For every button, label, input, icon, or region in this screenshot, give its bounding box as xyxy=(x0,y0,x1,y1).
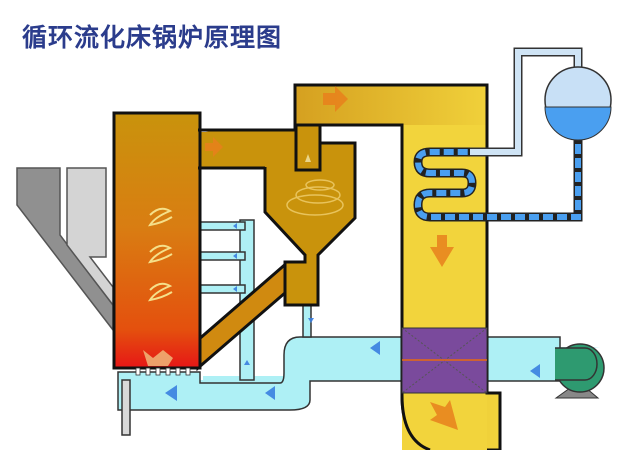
steam-drum xyxy=(544,66,612,141)
fluidized-swirl-icon xyxy=(147,207,173,302)
distributor-nozzles xyxy=(135,367,191,376)
water-pipe-coil xyxy=(413,130,583,222)
air-preheater xyxy=(401,327,488,394)
furnace xyxy=(112,111,202,370)
diagram-title: 循环流化床锅炉原理图 xyxy=(22,23,283,52)
air-flow-arrow-icons xyxy=(165,223,540,401)
flame-icon xyxy=(143,350,173,366)
fan xyxy=(554,343,605,399)
cyclone-swirl-icon xyxy=(286,179,344,216)
coal-hopper-light xyxy=(66,167,114,308)
flue-gas-arrow-icons xyxy=(205,86,458,430)
steam-pipe xyxy=(470,47,583,157)
